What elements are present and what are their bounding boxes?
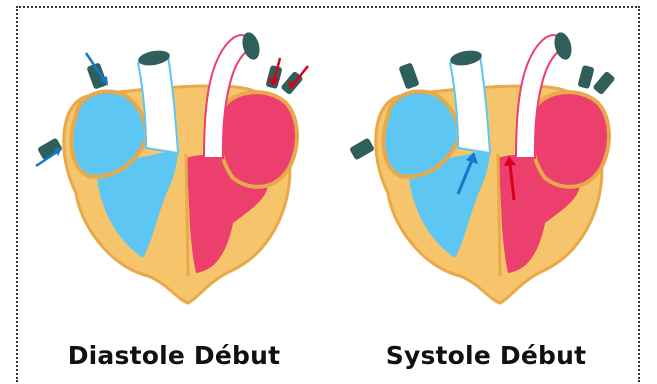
diastole-caption: Diastole Début (18, 341, 330, 370)
systole-panel: Systole Début (330, 8, 642, 384)
heart-diastole-diagram (18, 8, 330, 338)
left-atrium (219, 92, 297, 187)
heart-systole-diagram (330, 8, 642, 338)
septum (186, 154, 188, 276)
pulmonary-vein-1 (577, 65, 594, 89)
inferior-vena-cava (349, 137, 375, 160)
diagram-frame: Diastole Début Systole Début (16, 6, 640, 382)
superior-vena-cava (398, 62, 419, 89)
systole-caption: Systole Début (330, 341, 642, 370)
pulmonary-vein-2 (592, 71, 615, 96)
septum (498, 154, 500, 276)
left-atrium (531, 92, 609, 187)
superior-vena-cava (86, 62, 107, 89)
diastole-panel: Diastole Début (18, 8, 330, 384)
